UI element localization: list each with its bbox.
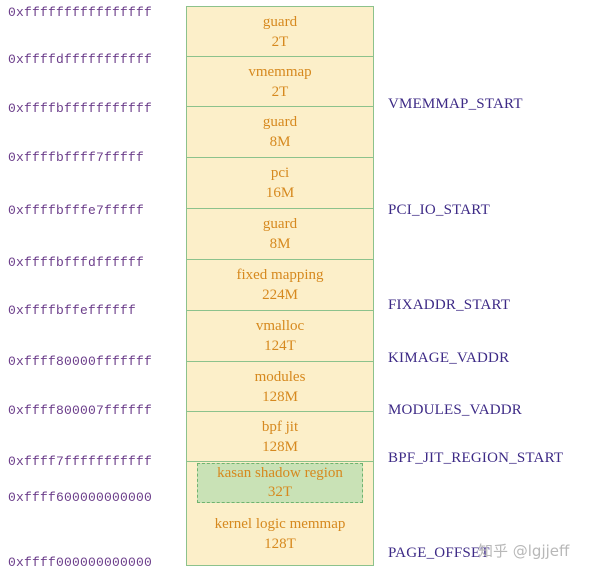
region-size: 16M xyxy=(265,185,295,201)
address-label: 0xffffdfffffffffff xyxy=(8,52,153,67)
region-name: pci xyxy=(270,165,290,181)
region-guard-top: guard 2T xyxy=(187,7,373,57)
address-label: 0xffffbffff7fffff xyxy=(8,150,145,165)
address-label: 0xffffbfffe7fffff xyxy=(8,203,145,218)
region-name: vmemmap xyxy=(248,63,312,80)
symbol-label: PCI_IO_START xyxy=(388,202,490,218)
region-name: vmalloc xyxy=(255,318,305,334)
region-name: modules xyxy=(254,368,306,385)
address-label: 0xffff80000fffffff xyxy=(8,354,153,369)
watermark: 知乎 @lgjjeff xyxy=(478,542,570,560)
region-size: 128M xyxy=(262,438,298,455)
region-fixed-mapping: fixed mapping 224M xyxy=(187,260,373,311)
address-label: 0xffff7fffffffffff xyxy=(8,454,153,469)
region-name: fixed mapping xyxy=(236,267,324,283)
region-guard: guard 8M xyxy=(187,107,373,158)
region-kasan-shadow: kasan shadow region 32T xyxy=(197,463,363,503)
region-name: guard xyxy=(262,13,298,30)
address-label: 0xffffbfffdffffff xyxy=(8,255,145,270)
region-size: 2T xyxy=(271,83,289,100)
region-kernel-logic-memmap: kernel logic memmap 128T xyxy=(187,503,373,565)
region-pci: pci 16M xyxy=(187,158,373,209)
symbol-label: VMEMMAP_START xyxy=(388,96,523,112)
symbol-label: FIXADDR_START xyxy=(388,297,511,313)
region-vmemmap: vmemmap 2T xyxy=(187,57,373,107)
region-size: 8M xyxy=(269,236,291,252)
region-name: bpf jit xyxy=(261,418,299,435)
region-size: 32T xyxy=(267,484,293,500)
address-label: 0xffffffffffffffff xyxy=(8,5,153,20)
address-label: 0xffff800007ffffff xyxy=(8,403,153,418)
region-size: 2T xyxy=(271,33,289,50)
symbol-label: KIMAGE_VADDR xyxy=(388,350,510,366)
address-label: 0xffffbffeffffff xyxy=(8,303,137,318)
region-guard: guard 8M xyxy=(187,209,373,260)
address-label: 0xffff600000000000 xyxy=(8,490,153,505)
symbol-label: MODULES_VADDR xyxy=(388,402,523,418)
symbol-label: PAGE_OFFSET xyxy=(388,545,490,561)
region-size: 124T xyxy=(264,338,296,354)
region-size: 128T xyxy=(264,536,296,552)
region-name: kernel logic memmap xyxy=(214,516,346,532)
region-name: guard xyxy=(262,114,298,130)
region-size: 128M xyxy=(262,388,298,405)
region-size: 8M xyxy=(269,134,291,150)
address-label: 0xffffbfffffffffff xyxy=(8,101,153,116)
region-size: 224M xyxy=(262,287,298,303)
memory-map-stack: guard 2T vmemmap 2T guard 8M pci 16M gua… xyxy=(186,6,374,566)
region-modules: modules 128M xyxy=(187,362,373,412)
region-name: guard xyxy=(262,216,298,232)
address-label: 0xffff000000000000 xyxy=(8,555,153,570)
region-bpf-jit: bpf jit 128M xyxy=(187,412,373,462)
region-vmalloc: vmalloc 124T xyxy=(187,311,373,362)
symbol-label: BPF_JIT_REGION_START xyxy=(388,450,564,466)
region-name: kasan shadow region xyxy=(217,465,343,481)
